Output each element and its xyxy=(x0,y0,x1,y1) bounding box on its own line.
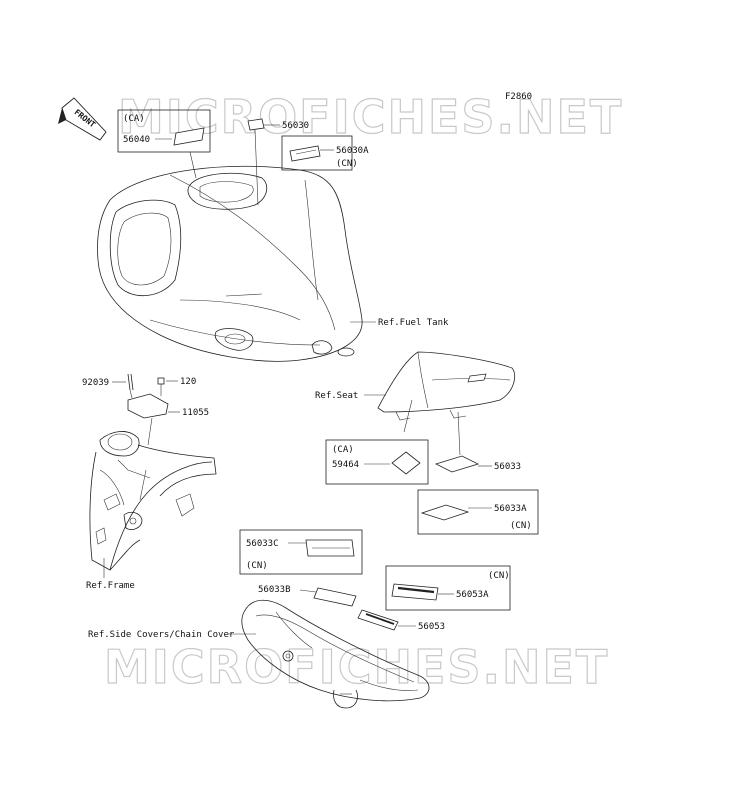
callout-box-56033c xyxy=(239,529,363,575)
label-11055: 11055 xyxy=(182,408,209,418)
decal-56053 xyxy=(357,609,399,631)
label-92039: 92039 xyxy=(82,378,109,388)
label-56053a: 56053A xyxy=(456,590,489,600)
label-56033b: 56033B xyxy=(258,585,291,595)
label-cn-56033c: (CN) xyxy=(246,561,268,571)
watermark-bottom: MICROFICHES.NET xyxy=(104,640,609,694)
callout-box-56053a xyxy=(385,565,511,611)
label-59464: 59464 xyxy=(332,460,359,470)
decal-59464 xyxy=(391,451,421,475)
fuel-tank xyxy=(97,165,363,362)
label-56033c: 56033C xyxy=(246,539,279,549)
callout-box-56033a xyxy=(417,489,539,535)
figure-code: F2860 xyxy=(505,92,532,102)
label-56053: 56053 xyxy=(418,622,445,632)
pin-92039 xyxy=(127,373,131,391)
label-ref-fuel-tank: Ref.Fuel Tank xyxy=(378,318,449,328)
decal-56030a xyxy=(289,145,321,162)
label-cn-56053a: (CN) xyxy=(488,571,510,581)
decal-56030 xyxy=(247,118,265,131)
decal-56033 xyxy=(434,455,480,473)
label-56030a: 56030A xyxy=(336,146,369,156)
label-56033: 56033 xyxy=(494,462,521,472)
label-cn-56030a: (CN) xyxy=(336,159,358,169)
front-arrow-icon: FRONT xyxy=(58,97,107,141)
decal-56033b xyxy=(313,587,357,607)
label-56030: 56030 xyxy=(282,121,309,131)
bolt-120 xyxy=(157,377,165,385)
label-ref-frame: Ref.Frame xyxy=(86,581,135,591)
label-56033a: 56033A xyxy=(494,504,527,514)
label-ref-side-covers: Ref.Side Covers/Chain Cover xyxy=(88,630,235,640)
label-ca-59464: (CA) xyxy=(332,445,354,455)
label-120: 120 xyxy=(180,377,196,387)
callout-box-59464 xyxy=(325,439,429,485)
seat xyxy=(377,351,516,421)
callout-box-56030a xyxy=(281,135,353,171)
label-ca-top: (CA) xyxy=(123,114,145,124)
decal-56040 xyxy=(173,127,205,146)
bracket-11055 xyxy=(127,393,169,419)
callout-box-56040 xyxy=(117,109,211,153)
label-56040: 56040 xyxy=(123,135,150,145)
frame xyxy=(89,431,217,571)
decal-56033a xyxy=(420,504,470,521)
label-cn-56033a: (CN) xyxy=(510,521,532,531)
chain-cover xyxy=(241,599,430,709)
label-ref-seat: Ref.Seat xyxy=(315,391,358,401)
